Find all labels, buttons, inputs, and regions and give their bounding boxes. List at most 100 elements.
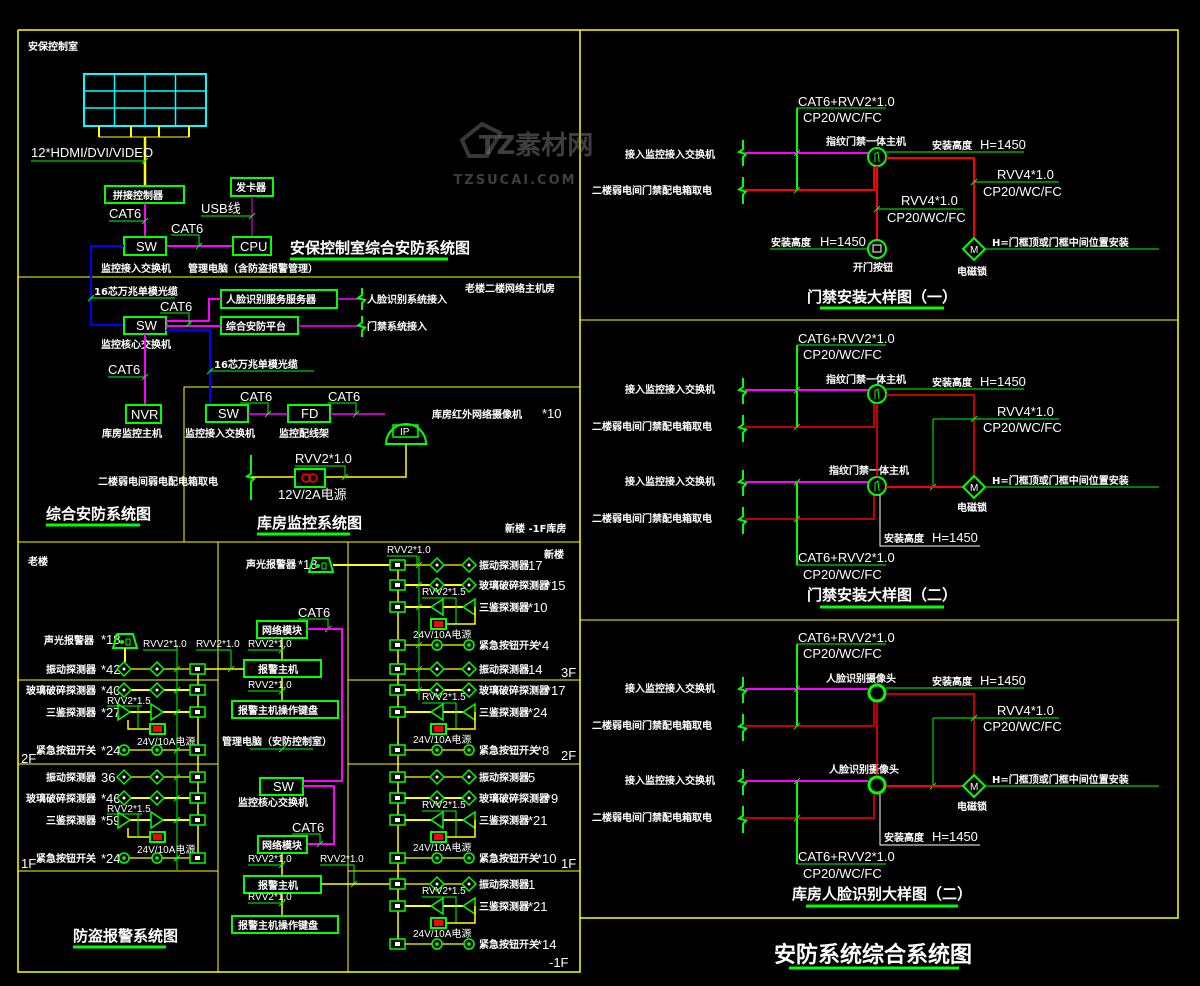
section-title: 安保控制室综合安防系统图 [290, 239, 470, 257]
cable-tick-mark [415, 581, 423, 589]
height-value: H=1450 [932, 530, 978, 545]
cable-label: RVV2*1.5 [107, 696, 151, 707]
break-mark-icon [355, 316, 367, 337]
cable-tick-mark [248, 212, 256, 220]
break-mark-icon [736, 677, 748, 703]
cable-label: RVV2*1.5 [422, 587, 466, 598]
watermark-url: TZSUCAI.COM [453, 173, 576, 188]
power-feed-label: 二楼弱电间门禁配电箱取电 [592, 719, 712, 732]
emergency-button-icon-dot [467, 856, 471, 860]
cable-tick-mark [141, 217, 149, 225]
cable-label: CAT6 [160, 299, 192, 314]
detector-label: 玻璃破碎探测器 [479, 579, 550, 592]
detector-count: *21 [528, 899, 548, 914]
core-switch-caption: 监控核心交换机 [101, 338, 171, 351]
conduit-spec: CP20/WC/FC [803, 567, 882, 582]
detector-icon-dot [467, 563, 471, 567]
power-source-label: 二楼弱电间弱电配电箱取电 [98, 475, 218, 488]
conduit-spec: CP20/WC/FC [983, 184, 1062, 199]
cable-label: RVV2*1.0 [248, 680, 292, 691]
nvr-label: NVR [131, 407, 158, 422]
psu-label: 24V/10A电源 [413, 927, 471, 940]
input-module-icon-mark [195, 748, 200, 752]
face-access-label: 人脸识别系统接入 [367, 293, 447, 306]
emergency-button-icon-dot [435, 856, 439, 860]
power-feed-label: 二楼弱电间门禁配电箱取电 [592, 420, 712, 433]
cable-tick-mark [793, 515, 801, 523]
detector-count: *46 [101, 791, 121, 806]
patch-panel-caption: 监控配线架 [279, 427, 329, 440]
floor-label: 2F [561, 748, 576, 763]
input-module-icon-mark [395, 688, 400, 692]
cable-label: RVV2*1.0 [248, 892, 292, 903]
cable-tick-mark [873, 205, 881, 213]
siren-icon [307, 557, 335, 573]
detector-label: 三鉴探测器 [479, 814, 530, 827]
lock-label: 电磁锁 [957, 800, 987, 813]
watermark-logo: TZ素材网 [479, 131, 594, 161]
cable-label: CAT6 [298, 605, 330, 620]
exit-button-icon-glyph [872, 244, 882, 253]
cable-spec: CAT6+RVV2*1.0 [798, 630, 895, 645]
cable-spec: RVV4*1.0 [997, 703, 1054, 718]
pc-label: 管理电脑（安防控制室） [222, 735, 332, 748]
face-recognition-camera-icon [867, 775, 887, 795]
lock-symbol: M [970, 782, 978, 793]
cable-label: RVV2*1.0 [143, 639, 187, 650]
cable-spec: CAT6+RVV2*1.0 [798, 331, 895, 346]
detector-count: *24 [101, 851, 121, 866]
video-cable-label: 12*HDMI/DVI/VIDEO [31, 145, 153, 160]
magnetic-lock-icon [961, 474, 987, 500]
cable-tick-mark [970, 714, 978, 722]
transformer-icon [301, 473, 311, 483]
pir-detector-icon [461, 702, 476, 722]
detector-label: 三鉴探测器 [46, 814, 97, 827]
device-label: 人脸识别摄像头 [829, 763, 899, 776]
switch-caption: 监控接入交换机 [101, 262, 171, 275]
room-label: 老楼二楼网络主机房 [464, 282, 555, 295]
cable-tick-mark [173, 746, 181, 754]
input-module-icon-mark [395, 818, 400, 822]
cable-label: RVV2*1.5 [422, 692, 466, 703]
cable-tick-mark [415, 561, 423, 569]
height-label: 安装高度 [932, 376, 973, 389]
door-access-label: 门禁系统接入 [367, 320, 427, 333]
height-value: H=1450 [932, 829, 978, 844]
switch-label: SW [136, 239, 158, 254]
detector-label: 玻璃破碎探测器 [479, 684, 550, 697]
power-feed-label: 二楼弱电间门禁配电箱取电 [592, 512, 712, 525]
cable-label: RVV2*1.5 [422, 886, 466, 897]
break-mark-icon [736, 378, 748, 404]
emergency-button-icon-dot [122, 856, 126, 860]
psu-label: 24V/10A电源 [413, 841, 471, 854]
device-label: 人脸识别摄像头 [826, 672, 896, 685]
cable-tick-mark [173, 854, 181, 862]
cable-tick-mark [793, 149, 801, 157]
camera-dome [384, 423, 428, 445]
detector-icon-dot [435, 563, 439, 567]
lock-label: 电磁锁 [957, 501, 987, 514]
detector-count: *17 [546, 683, 566, 698]
conduit-spec: CP20/WC/FC [887, 210, 966, 225]
cable-label: RVV2*1.0 [248, 639, 292, 650]
detector-label: 紧急按钮开关 [36, 744, 96, 757]
pir-power-cable [422, 702, 457, 729]
pir-power-cable [127, 828, 150, 838]
lock-note: H=门框顶或门框中间位置安装 [992, 236, 1129, 249]
height-value: H=1450 [980, 673, 1026, 688]
detector-count: *9 [546, 791, 558, 806]
cable-spec: CAT6+RVV2*1.0 [798, 94, 895, 109]
cable-tick-mark [415, 641, 423, 649]
cable-label: RVV2*1.0 [320, 854, 364, 865]
detector-icon-dot [435, 796, 439, 800]
floor-label: 1F [21, 856, 36, 871]
cable-tick-mark [316, 840, 324, 848]
emergency-button-icon-dot [122, 748, 126, 752]
usb-cable-label: USB线 [201, 201, 241, 216]
drawing-frame [18, 29, 1179, 919]
input-module-icon-mark [395, 583, 400, 587]
lock-symbol: M [970, 245, 978, 256]
core-switch-label: SW [273, 779, 295, 794]
pir-power-cable [445, 906, 476, 924]
emergency-button-icon-dot [155, 748, 159, 752]
